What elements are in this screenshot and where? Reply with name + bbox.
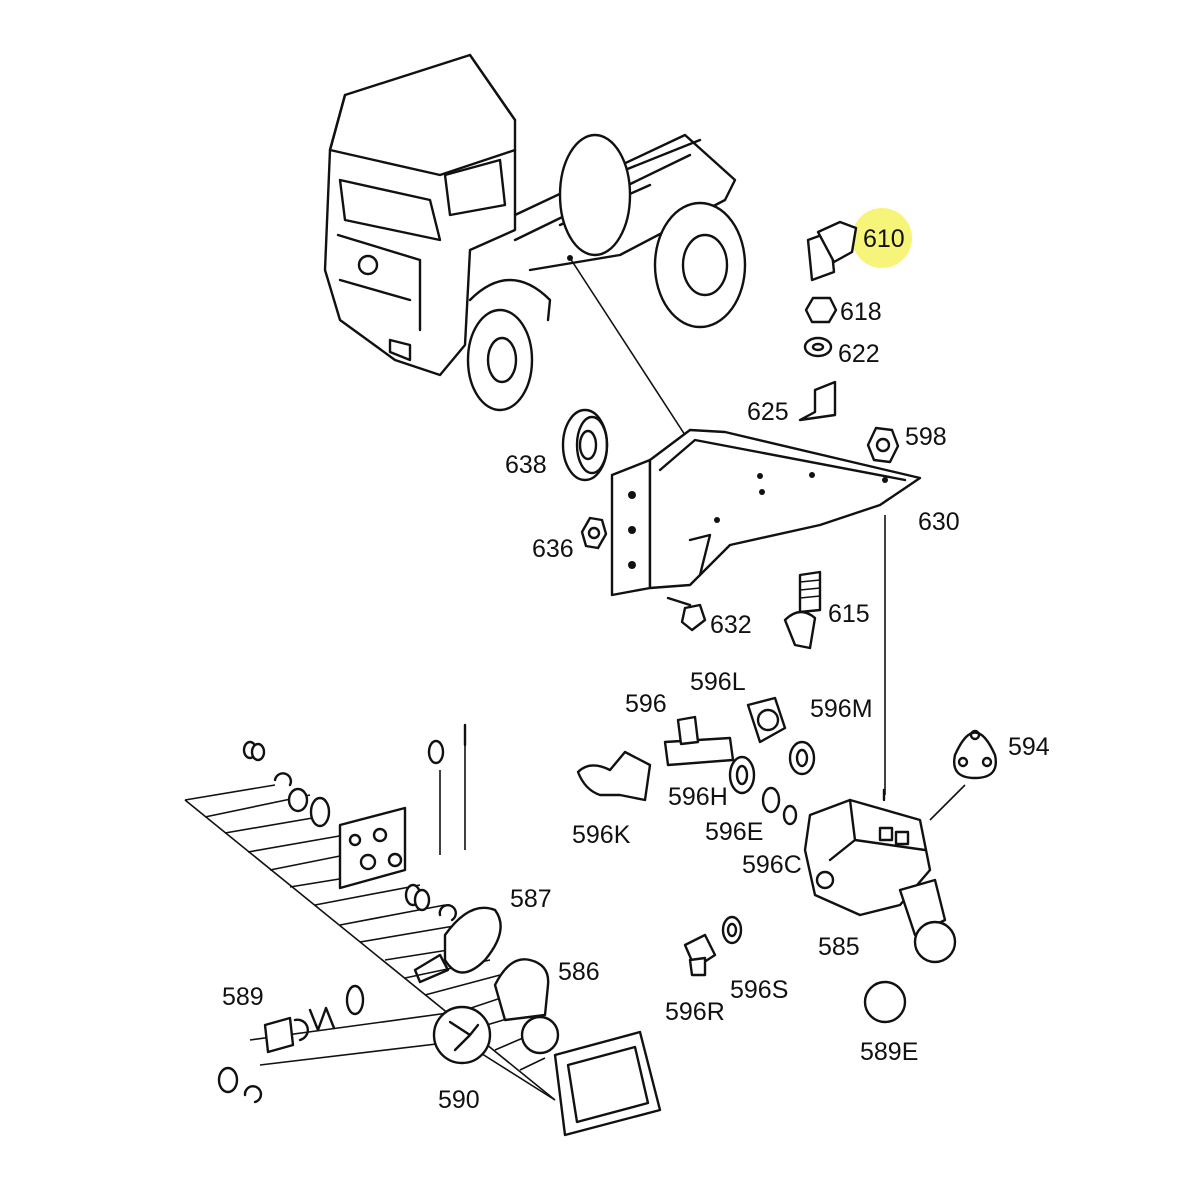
part-label-596H: 596H [668,783,728,811]
part-label-590: 590 [438,1086,480,1114]
part-596E-washer-icon [761,786,781,814]
part-596K-elbow-icon [576,750,652,802]
part-622-washer-icon [803,336,833,358]
part-label-596M: 596M [810,695,873,723]
part-label-596: 596 [625,690,667,718]
part-587-clip-icon [413,906,502,984]
part-596C-washer-icon [782,804,798,826]
part-596S-washer-icon [721,915,743,945]
part-638-grommet-icon [561,408,609,482]
part-596R-plug-icon [683,933,717,977]
part-label-596K: 596K [572,821,631,849]
part-label-596L: 596L [690,668,746,696]
part-596H-nut-icon [728,755,756,795]
part-label-636: 636 [532,535,574,563]
part-596-tee-icon [663,715,735,767]
part-596L-union-icon [746,696,787,744]
part-label-596E: 596E [705,818,763,846]
part-610-sensor-icon [806,220,858,282]
part-label-598: 598 [905,423,947,451]
part-label-587: 587 [510,885,552,913]
part-label-638: 638 [505,451,547,479]
part-598-nut-icon [866,426,900,464]
part-label-625: 625 [747,398,789,426]
part-615-fitting-icon [783,570,822,650]
part-small-parts-icons [217,723,467,1104]
part-596M-washer-icon [788,740,816,776]
part-625-bracket-icon [798,380,837,422]
part-gasket-plate-icon [553,1030,662,1137]
part-618-nut-icon [804,296,838,324]
part-label-630: 630 [918,508,960,536]
part-label-589: 589 [222,983,264,1011]
part-586-boot-icon [493,958,560,1055]
truck-illustration [323,53,747,412]
part-610-highlight [852,208,912,268]
part-630-bracket-icon [610,428,922,597]
part-label-618: 618 [840,298,882,326]
part-632-bolt-icon [666,596,707,632]
part-label-622: 622 [838,340,880,368]
part-label-615: 615 [828,600,870,628]
part-seal-plate-icon [338,806,407,890]
part-label-596S: 596S [730,976,788,1004]
part-589E-ball-icon [863,980,907,1024]
part-636-nut-icon [580,516,608,550]
part-585-valve-icon [803,788,957,964]
part-label-596R: 596R [665,998,725,1026]
part-label-589E: 589E [860,1038,918,1066]
part-label-594: 594 [1008,733,1050,761]
part-594-label-plate-icon [953,729,997,780]
part-590-knob-icon [432,1005,492,1065]
part-label-596C: 596C [742,851,802,879]
part-label-585: 585 [818,933,860,961]
part-label-586: 586 [558,958,600,986]
part-label-632: 632 [710,611,752,639]
part-label-610: 610 [863,225,905,253]
